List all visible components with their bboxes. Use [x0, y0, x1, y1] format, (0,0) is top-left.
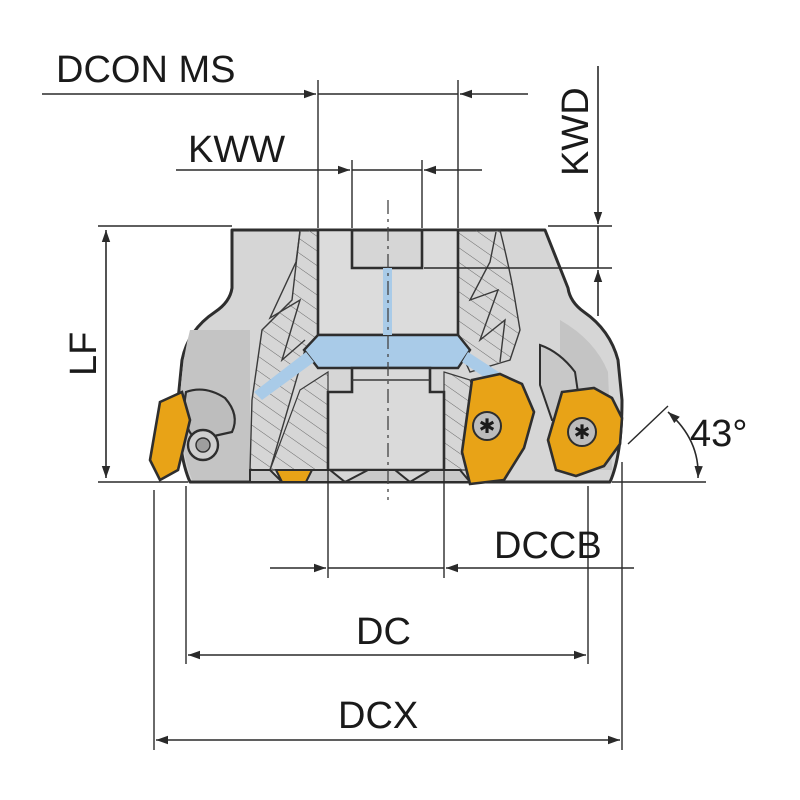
inserts: ✱ ✱ [148, 372, 624, 486]
section-hatch-right [457, 229, 521, 373]
insert-left [148, 390, 192, 482]
torx-icon-right: ✱ [574, 422, 591, 444]
angle-arc [667, 411, 703, 479]
label-kwd: KWD [555, 87, 597, 176]
label-dcon-ms: DCON MS [56, 49, 235, 91]
label-kww: KWW [188, 129, 285, 171]
label-dccb: DCCB [494, 525, 602, 567]
break-line-left [268, 231, 306, 363]
insert-right-screw [567, 417, 597, 447]
dimension-lines [42, 66, 706, 750]
left-clamp-screw-inner [195, 437, 211, 453]
insert-center-screw [472, 411, 502, 441]
break-line-right [468, 231, 506, 363]
angle-ext-slanted [627, 405, 669, 445]
coolant-channel-left [254, 352, 314, 400]
label-dcx: DCX [338, 695, 418, 737]
cutter-body [176, 228, 624, 484]
dimension-labels: DCON MS KWW KWD LF 43° DCCB DC DCX [56, 49, 747, 737]
insert-bottom-left [274, 469, 314, 483]
label-angle: 43° [690, 413, 747, 455]
torx-icon-center: ✱ [479, 416, 496, 438]
coolant-ring [302, 333, 472, 370]
label-dc: DC [356, 611, 411, 653]
label-lf: LF [63, 332, 105, 376]
